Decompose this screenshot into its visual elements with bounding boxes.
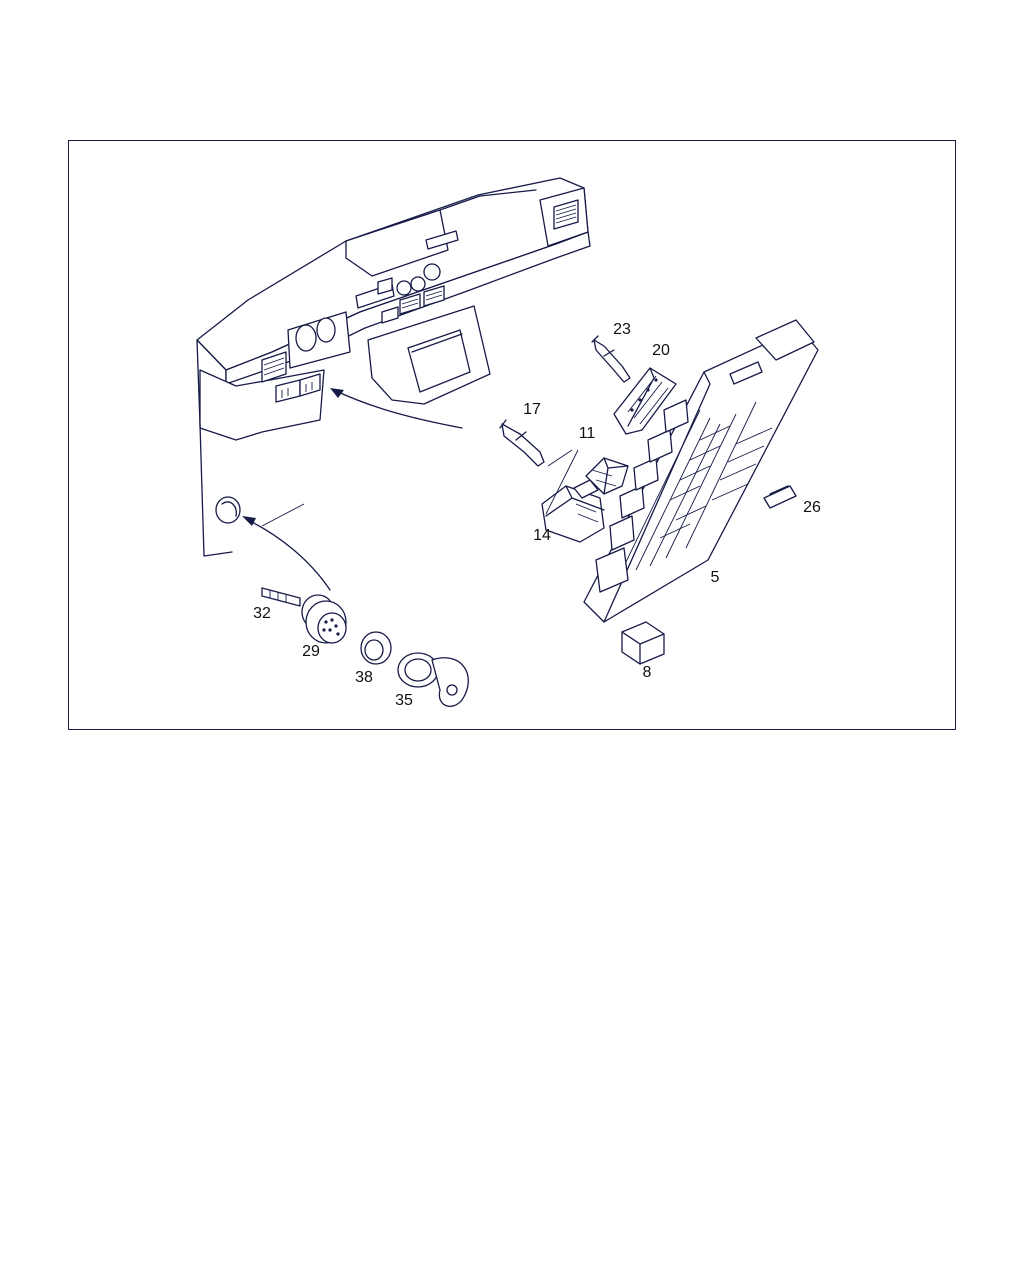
callout-11: 11 (579, 425, 596, 442)
callout-29: 29 (302, 643, 320, 660)
callout-26: 26 (803, 499, 821, 516)
callout-17: 17 (523, 401, 541, 418)
arrow-to-dashboard (333, 389, 463, 429)
terminal-23 (591, 335, 631, 383)
group-bracket-line (547, 449, 573, 467)
callout-23: 23 (613, 321, 631, 338)
arrow-head-icon (242, 516, 256, 526)
callout-8: 8 (643, 664, 652, 681)
cover-26 (763, 485, 797, 509)
callout-14: 14 (533, 527, 551, 544)
callout-38: 38 (355, 669, 373, 686)
cap-35 (397, 652, 469, 707)
callout-32: 32 (253, 605, 271, 622)
arrow-to-panel (247, 519, 331, 591)
group-bracket-line (545, 449, 579, 515)
ring-38 (360, 631, 392, 665)
terminal-17 (499, 419, 545, 467)
callout-35: 35 (395, 692, 413, 709)
connector-11 (585, 457, 629, 495)
fuse-relay-box-5 (583, 319, 819, 623)
round-connector-29 (301, 594, 347, 644)
callout-5: 5 (711, 569, 720, 586)
arrow-head-icon (330, 388, 344, 398)
pin-32 (261, 587, 301, 607)
connector-20 (613, 367, 677, 435)
connector-housing-14 (541, 479, 605, 543)
panel-socket-hole (215, 496, 305, 527)
callout-20: 20 (652, 342, 670, 359)
diagram-frame (68, 140, 956, 730)
dashboard-drawing (196, 177, 591, 557)
relay-8 (621, 621, 665, 665)
